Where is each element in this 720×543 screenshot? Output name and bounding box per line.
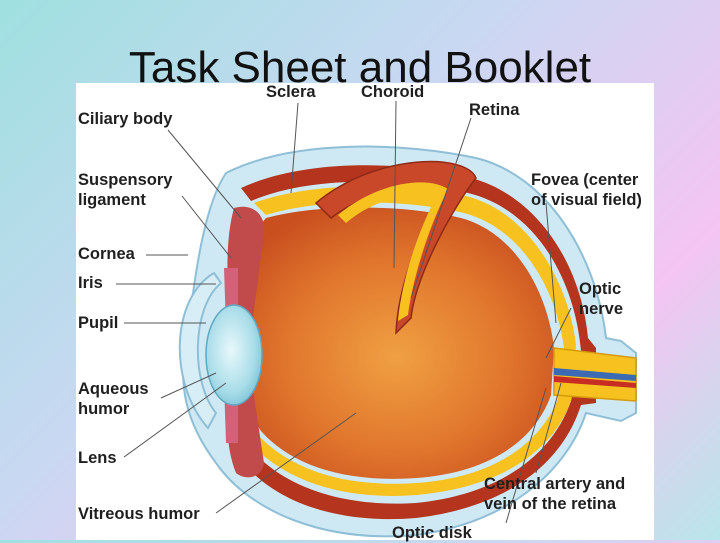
- label-sclera: Sclera: [266, 83, 316, 101]
- label-fovea: Fovea (center of visual field): [531, 171, 642, 209]
- vitreous-body: [239, 207, 555, 479]
- label-central-artery: Central artery and vein of the retina: [484, 475, 626, 513]
- label-suspensory-ligament: Suspensory ligament: [78, 171, 173, 209]
- label-aqueous-humor: Aqueous humor: [78, 380, 149, 418]
- label-optic-nerve: Optic nerve: [579, 280, 624, 318]
- cornea-shape: [178, 271, 223, 430]
- optic-nerve-shape: [553, 347, 637, 402]
- label-vitreous-humor: Vitreous humor: [78, 505, 200, 523]
- retina-layer: [248, 186, 576, 496]
- label-optic-disk: Optic disk: [392, 524, 472, 542]
- label-choroid: Choroid: [361, 83, 425, 101]
- leader-lines: [116, 100, 572, 524]
- lens-shape: [205, 304, 263, 406]
- eye-anatomy-figure: Sclera Choroid Retina Ciliary body Suspe…: [76, 83, 654, 542]
- label-cornea: Cornea: [78, 245, 135, 263]
- label-retina: Retina: [469, 101, 520, 119]
- eye-cross-section: [116, 100, 637, 538]
- label-pupil: Pupil: [78, 314, 119, 332]
- label-lens: Lens: [78, 449, 117, 467]
- label-ciliary-body: Ciliary body: [78, 110, 173, 128]
- label-iris: Iris: [78, 274, 103, 292]
- choroid-layer: [236, 165, 596, 520]
